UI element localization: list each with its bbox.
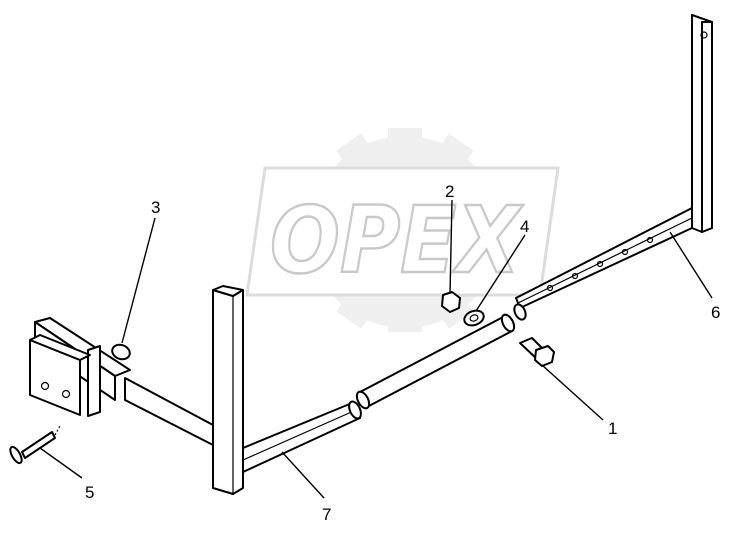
leader-line-4 [475, 234, 526, 312]
clamp-plate-assembly [29, 317, 131, 417]
part-5-pin-icon [9, 425, 61, 465]
callouts: 1 2 3 4 5 6 7 [85, 182, 720, 524]
part-3-washer-icon [111, 343, 131, 361]
leader-line-2 [449, 199, 453, 295]
part-1-bolt-icon [519, 337, 555, 367]
watermark-text: OPEX [270, 187, 524, 294]
part-6-right-bracket [513, 14, 713, 321]
part-2-nut-icon [441, 291, 461, 313]
leader-line-7 [281, 451, 325, 499]
part-4-washer-icon [463, 309, 485, 327]
leader-line-3 [121, 217, 156, 344]
leader-lines [39, 199, 713, 499]
leader-line-5 [39, 447, 83, 479]
callout-1: 1 [608, 419, 617, 438]
leader-line-6 [669, 231, 713, 299]
callout-5: 5 [85, 483, 94, 502]
callout-3: 3 [151, 198, 160, 217]
callout-2: 2 [445, 182, 454, 201]
leader-line-1 [541, 364, 604, 421]
part-7-left-bracket [124, 285, 362, 495]
middle-tube [355, 313, 516, 410]
callout-6: 6 [711, 303, 720, 322]
callout-4: 4 [520, 217, 529, 236]
watermark: OPEX [245, 128, 560, 332]
callout-7: 7 [322, 505, 331, 524]
